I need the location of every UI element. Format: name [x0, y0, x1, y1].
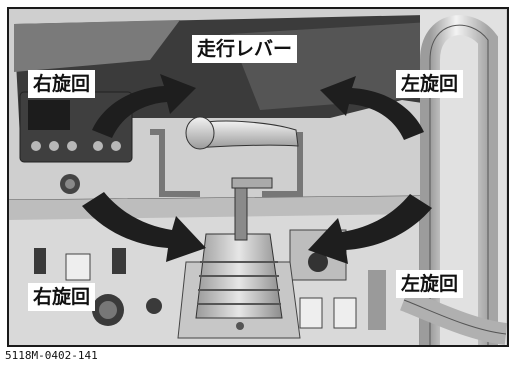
travel-lever — [150, 116, 303, 241]
rotate-label-top-right: 左旋回 — [396, 70, 464, 98]
lever-boot — [177, 233, 301, 339]
arrow-bottom-left-icon — [82, 192, 206, 262]
figure-frame — [7, 7, 509, 347]
figure-caption: 5118M-0402-141 — [3, 348, 185, 364]
rotate-label-bottom-left: 右旋回 — [28, 283, 96, 311]
arrow-top-right-icon — [320, 76, 424, 140]
rotate-label-bottom-right: 左旋回 — [396, 270, 464, 298]
arrow-top-left-icon — [92, 74, 196, 138]
rotate-label-top-left: 右旋回 — [28, 70, 96, 98]
rotation-arrows — [82, 74, 432, 264]
travel-lever-label: 走行レバー — [192, 35, 298, 63]
monitor — [19, 91, 133, 163]
handrail — [400, 15, 508, 346]
arrow-bottom-right-icon — [308, 194, 432, 264]
